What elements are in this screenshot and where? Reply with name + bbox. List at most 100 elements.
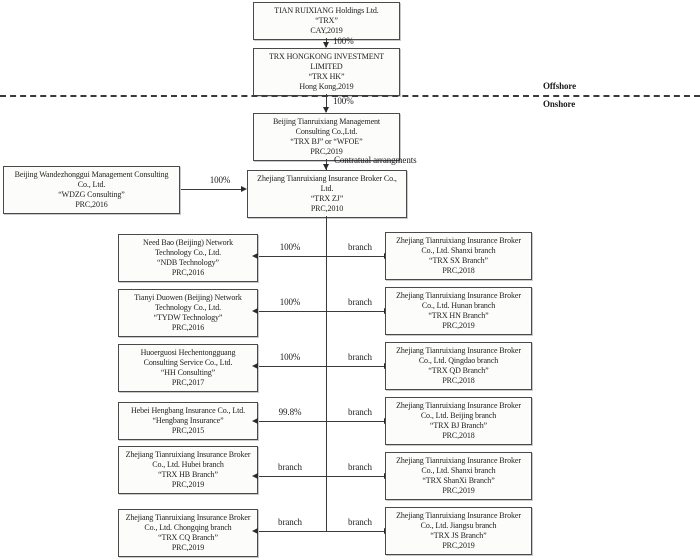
node-line: Co., Ltd. Shanxi branch [421, 246, 496, 255]
edge-label-ownership: 100% [279, 352, 301, 362]
node-line: Zhejiang Tianruixiang Insurance Broker [125, 450, 251, 459]
node-line: PRC,2010 [310, 204, 344, 213]
node-line: Consulting Co.,Ltd. [295, 127, 358, 136]
edge-label-branch: branch [348, 297, 372, 307]
node-line: Ltd. [320, 184, 334, 193]
node-trx-hb-branch: Zhejiang Tianruixiang Insurance Broker C… [118, 446, 258, 494]
subsidiary-row: Huoerguosi Hechentongguang Consulting Se… [0, 340, 700, 395]
node-ndb-technology: Need Bao (Beijing) Network Technology Co… [118, 234, 258, 282]
node-line: TRX HONGKONG INVESTMENT [268, 52, 385, 61]
node-line: “TRX ShanXi Branch” [422, 476, 495, 485]
connector-row [259, 476, 385, 477]
arrowhead-left-icon [252, 528, 258, 534]
node-line: PRC,2015 [171, 426, 205, 435]
node-line: “TYDW Technology” [153, 313, 223, 322]
node-trx-bj-wfoe: Beijing Tianruixiang Management Consulti… [253, 113, 400, 161]
node-line: “TRX” [315, 16, 338, 25]
connector-row [259, 531, 385, 532]
subsidiary-row: Tianyi Duowen (Beijing) Network Technolo… [0, 285, 700, 340]
node-trx-holdings: TIAN RUIXIANG Holdings Ltd. “TRX” CAY,20… [253, 2, 400, 40]
node-line: “WDZG Consulting” [58, 190, 125, 199]
node-trx-shanxi-branch: Zhejiang Tianruixiang Insurance Broker C… [385, 452, 532, 500]
node-line: Co., Ltd. Hunan branch [421, 301, 496, 310]
node-line: PRC,2019 [442, 541, 475, 550]
edge-label-contractual-arrangements: Contratual arrangments [334, 155, 417, 165]
node-line: TIAN RUIXIANG Holdings Ltd. [274, 6, 379, 15]
node-trx-qd-branch: Zhejiang Tianruixiang Insurance Broker C… [385, 342, 532, 390]
arrowhead-down-icon [323, 164, 329, 170]
node-trx-hk: TRX HONGKONG INVESTMENT LIMITED “TRX HK”… [253, 48, 400, 96]
node-line: PRC,2016 [171, 323, 205, 332]
node-line: “TRX CQ Branch” [158, 533, 218, 542]
node-line: Co., Ltd. Hubei branch [152, 460, 224, 469]
subsidiary-row: Need Bao (Beijing) Network Technology Co… [0, 230, 700, 285]
subsidiary-row: Hebei Hengbang Insurance Co., Ltd. “Heng… [0, 395, 700, 450]
node-line: Zhejiang Tianruixiang Insurance Broker [125, 513, 251, 522]
connector-hk-to-wfoe [326, 94, 327, 112]
node-line: LIMITED [310, 62, 343, 71]
node-trx-js-branch: Zhejiang Tianruixiang Insurance Broker C… [385, 507, 532, 555]
node-line: “TRX HB Branch” [158, 470, 218, 479]
node-line: Zhejiang Tianruixiang Insurance Broker [396, 511, 521, 520]
arrowhead-left-icon [252, 418, 258, 424]
node-line: Co., Ltd. Beijing branch [420, 411, 497, 420]
node-line: Zhejiang Tianruixiang Insurance Broker C… [257, 174, 397, 183]
connector-spine [326, 216, 327, 531]
node-trx-bj-branch: Zhejiang Tianruixiang Insurance Broker C… [385, 397, 532, 445]
node-line: Zhejiang Tianruixiang Insurance Broker [396, 291, 521, 300]
node-line: PRC,2019 [442, 486, 475, 495]
node-line: Technology Co., Ltd. [154, 303, 222, 312]
node-line: Need Bao (Beijing) Network [142, 238, 234, 247]
node-line: Co., Ltd. Jiangsu branch [420, 521, 497, 530]
arrowhead-left-icon [252, 308, 258, 314]
divider-offshore-onshore [0, 95, 700, 97]
node-line: “NDB Technology” [157, 258, 219, 267]
node-line: Co., Ltd. Shanxi branch [421, 466, 496, 475]
node-line: “TRX HK” [308, 72, 345, 81]
node-trx-sx-branch: Zhejiang Tianruixiang Insurance Broker C… [385, 232, 532, 280]
node-line: PRC,2018 [442, 376, 475, 385]
node-line: “Hengbang Insurance” [152, 416, 224, 425]
arrowhead-down-icon [323, 107, 329, 113]
arrowhead-right-icon [241, 185, 247, 192]
node-line: Co., Ltd. Qingdao branch [418, 356, 499, 365]
node-line: “TRX QD Branch” [428, 366, 489, 375]
node-line: “TRX ZJ” [310, 194, 344, 203]
node-line: Technology Co., Ltd. [154, 248, 222, 257]
node-line: “TRX JS Branch” [430, 531, 487, 540]
node-wdzg-consulting: Beijing Wandezhonggui Management Consult… [3, 166, 180, 214]
subsidiary-row: Zhejiang Tianruixiang Insurance Broker C… [0, 446, 700, 505]
edge-label-ownership: 99.8% [278, 407, 302, 417]
node-line: Zhejiang Tianruixiang Insurance Broker [396, 346, 521, 355]
edge-label-branch: branch [348, 517, 372, 527]
node-line: Zhejiang Tianruixiang Insurance Broker [396, 401, 521, 410]
node-line: PRC,2018 [442, 266, 475, 275]
edge-label-hk-to-wfoe: 100% [333, 96, 354, 106]
node-line: Zhejiang Tianruixiang Insurance Broker [396, 456, 521, 465]
node-line: Co., Ltd. [77, 180, 106, 189]
node-line: Zhejiang Tianruixiang Insurance Broker [396, 236, 521, 245]
node-line: Huoerguosi Hechentongguang [140, 348, 236, 357]
edge-label-branch: branch [348, 242, 372, 252]
edge-label-branch: branch [278, 517, 302, 527]
edge-label-wdzg-to-zj: 100% [209, 175, 231, 185]
node-line: PRC,2016 [171, 268, 205, 277]
edge-label-ownership: 100% [279, 297, 301, 307]
edge-label-branch: branch [348, 462, 372, 472]
node-line: PRC,2019 [171, 480, 205, 489]
node-line: “HH Consulting” [160, 368, 216, 377]
connector-row [259, 421, 385, 422]
edge-label-branch: branch [278, 462, 302, 472]
node-line: “TRX SX Branch” [429, 256, 488, 265]
subsidiary-row: Zhejiang Tianruixiang Insurance Broker C… [0, 505, 700, 560]
node-trx-hn-branch: Zhejiang Tianruixiang Insurance Broker C… [385, 287, 532, 335]
connector-wdzg-to-zj [181, 189, 241, 190]
arrowhead-down-icon [323, 42, 329, 48]
node-line: Tianyi Duowen (Beijing) Network [134, 293, 242, 302]
node-line: PRC,2016 [75, 200, 108, 209]
edge-label-trx-to-hk: 100% [333, 36, 354, 46]
node-line: “TRX BJ” or “WFOE” [290, 137, 363, 146]
edge-label-branch: branch [348, 352, 372, 362]
arrowhead-left-icon [252, 363, 258, 369]
